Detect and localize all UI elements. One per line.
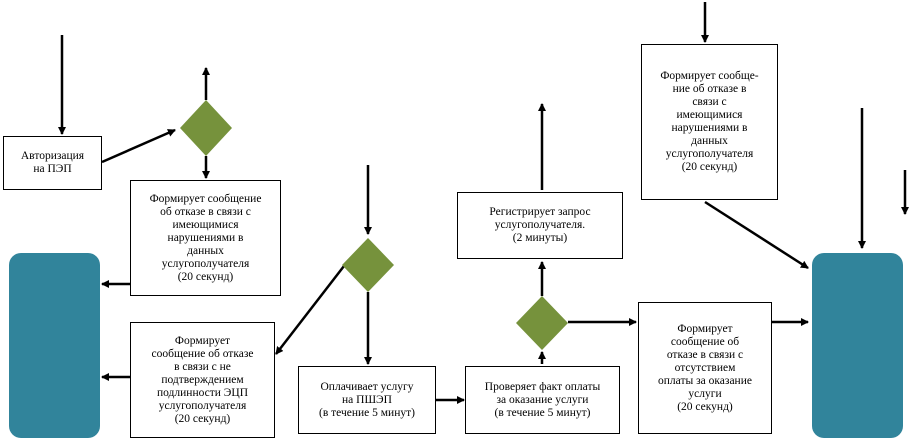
box-refusal-eds: Формирует сообщение об отказе в связи с … [130,322,275,438]
decision-diamond-3 [516,296,568,350]
box-register: Регистрирует запрос услугополучателя. (2… [457,192,623,259]
decision-diamond-2 [342,238,394,292]
lane-block-left [9,253,100,438]
arrow-decision-2-to-eds-refusal [275,265,345,355]
box-pay: Оплачивает услугу на ПШЭП (в течение 5 м… [298,366,436,434]
box-authorization: Авторизация на ПЭП [3,136,102,190]
arrow-refusal-data-2-to-lane [704,200,809,270]
box-refusal-data-2: Формирует сообще- ние об отказе в связи … [641,44,778,200]
lane-block-right [812,253,903,438]
box-refusal-data-1: Формирует сообщение об отказе в связи с … [130,180,281,296]
decision-diamond-1 [180,100,232,156]
box-check-payment: Проверяет факт оплаты за оказание услуги… [465,366,620,434]
box-refusal-payment: Формирует сообщение об отказе в связи с … [638,302,772,434]
arrow-auth-to-decision-1 [101,128,176,164]
